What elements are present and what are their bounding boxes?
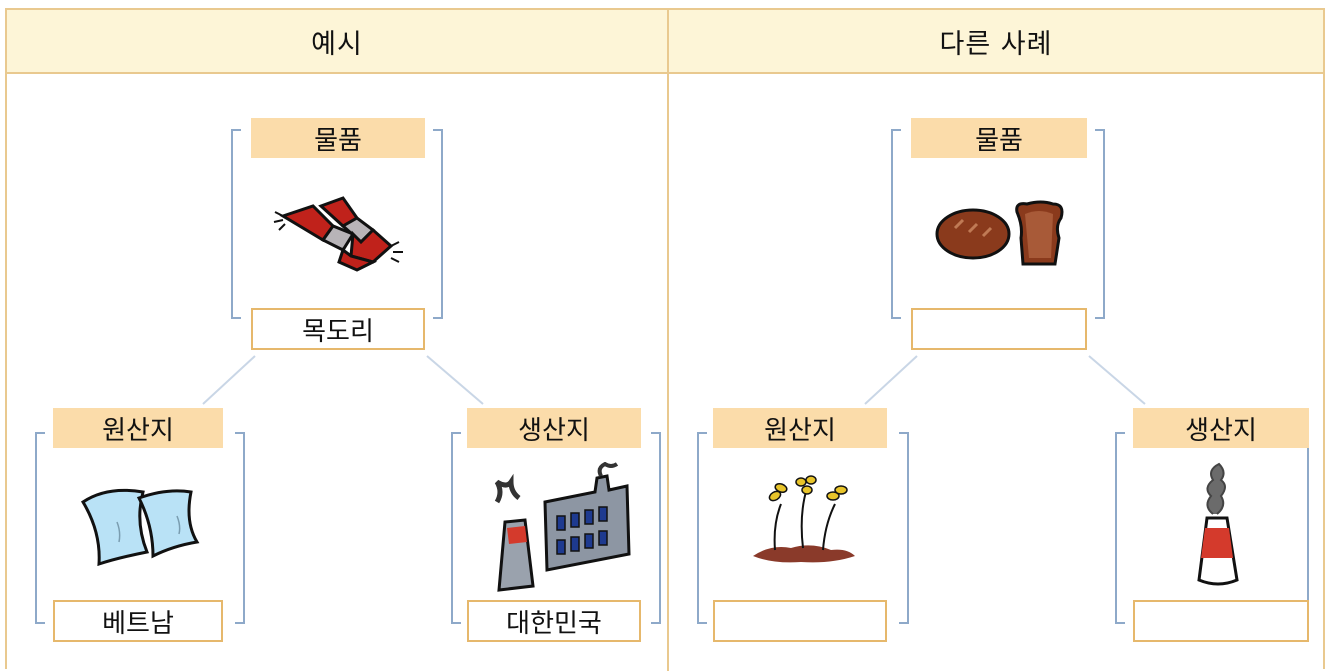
- production-value-box: 대한민국: [467, 600, 641, 642]
- product-value-box[interactable]: [911, 308, 1087, 350]
- factory-icon: [494, 462, 631, 592]
- product-label: 물품: [911, 118, 1087, 158]
- comparison-table: 예시 다른 사례 물품 목도리 원산지: [5, 8, 1327, 671]
- product-label: 물품: [251, 118, 425, 158]
- origin-label: 원산지: [53, 408, 223, 448]
- example-panel: 물품 목도리 원산지 베트남 생산지: [7, 74, 665, 671]
- production-value-box[interactable]: [1133, 600, 1309, 642]
- factory-chimney-icon: [1197, 462, 1239, 586]
- origin-value-box[interactable]: [713, 600, 887, 642]
- other-panel: 물품 원산지 생산지: [669, 74, 1327, 671]
- origin-value-box: 베트남: [53, 600, 223, 642]
- bread-icon: [935, 200, 1064, 266]
- scarf-icon: [273, 196, 403, 272]
- header-example: 예시: [7, 10, 667, 74]
- origin-label: 원산지: [713, 408, 887, 448]
- cloth-icon: [80, 488, 200, 566]
- header-other: 다른 사례: [669, 10, 1323, 74]
- production-label: 생산지: [467, 408, 641, 448]
- production-label: 생산지: [1133, 408, 1309, 448]
- product-value-box: 목도리: [251, 308, 425, 350]
- wheat-icon: [753, 475, 855, 563]
- column-divider: [667, 10, 669, 671]
